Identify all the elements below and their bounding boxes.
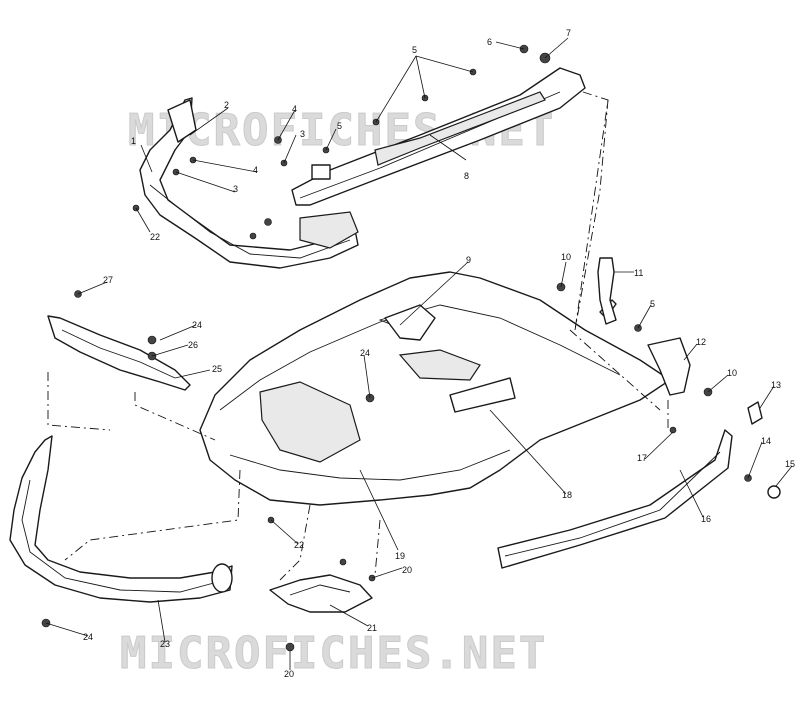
callout-14: 14 — [761, 436, 771, 446]
callout-24: 24 — [192, 320, 202, 330]
callout-5: 5 — [650, 299, 655, 309]
callout-15: 15 — [785, 459, 795, 469]
part-13-clip — [747, 401, 763, 425]
callout-23: 23 — [160, 639, 170, 649]
callout-1: 1 — [131, 136, 136, 146]
callout-26: 26 — [188, 340, 198, 350]
callout-27: 27 — [103, 275, 113, 285]
callout-19: 19 — [395, 551, 405, 561]
callout-24: 24 — [360, 348, 370, 358]
callout-12: 12 — [696, 337, 706, 347]
callout-10: 10 — [561, 252, 571, 262]
callout-13: 13 — [771, 380, 781, 390]
part-1-left-bracket — [139, 97, 359, 269]
callout-10: 10 — [727, 368, 737, 378]
callout-25: 25 — [212, 364, 222, 374]
phantom-lines — [47, 91, 669, 581]
callout-3: 3 — [233, 184, 238, 194]
part-23-left-bumper — [9, 435, 233, 603]
part-16-bumper — [497, 429, 733, 569]
part-15-grommet — [767, 485, 781, 499]
callout-6: 6 — [487, 37, 492, 47]
callout-labels: 5 6 7 8 1 2 4 3 5 4 3 22 9 10 11 5 12 10… — [83, 28, 795, 679]
callout-17: 17 — [637, 453, 647, 463]
callout-20: 20 — [402, 565, 412, 575]
part-21-lower-bracket — [269, 574, 373, 613]
callout-8: 8 — [464, 171, 469, 181]
callout-22: 22 — [150, 232, 160, 242]
hardware-fasteners — [41, 44, 752, 652]
part-8-upper-rail — [291, 67, 586, 206]
leader-lines — [45, 37, 793, 670]
callout-11: 11 — [634, 268, 643, 278]
callout-9: 9 — [466, 255, 471, 265]
part-main-hood — [199, 271, 671, 506]
callout-21: 21 — [367, 623, 377, 633]
callout-4: 4 — [292, 104, 297, 114]
part-25-skid-panel — [47, 315, 191, 391]
callout-7: 7 — [566, 28, 571, 38]
callout-2: 2 — [224, 100, 229, 110]
part-11-strap — [597, 257, 617, 325]
callout-20: 20 — [284, 669, 294, 679]
callout-4: 4 — [253, 165, 258, 175]
callout-16: 16 — [701, 514, 711, 524]
callout-24: 24 — [83, 632, 93, 642]
callout-5: 5 — [412, 45, 417, 55]
callout-3: 3 — [300, 129, 305, 139]
callout-22: 22 — [294, 540, 304, 550]
watermark-bottom: MICROFICHES.NET — [120, 628, 547, 679]
callout-18: 18 — [562, 490, 572, 500]
callout-5: 5 — [337, 121, 342, 131]
